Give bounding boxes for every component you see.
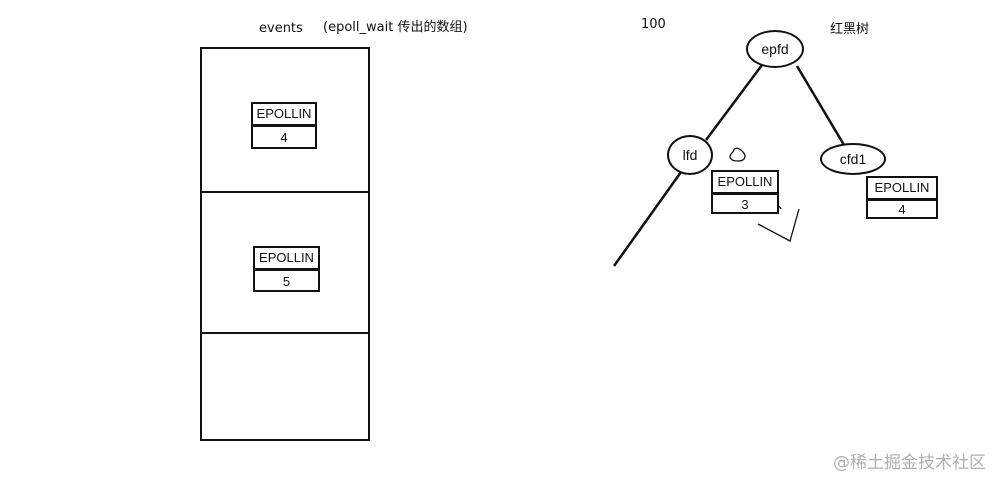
scribble-mark xyxy=(757,208,800,242)
event-fd: 3 xyxy=(741,197,749,212)
event-type: EPOLLIN xyxy=(868,178,936,201)
edge-epfd-lfd xyxy=(704,64,764,141)
node-event-card: EPOLLIN 4 xyxy=(866,176,938,219)
array-slot-divider xyxy=(202,191,368,193)
event-type: EPOLLIN xyxy=(253,104,315,127)
tree-title: 红黑树 xyxy=(830,22,870,37)
event-fd: 5 xyxy=(282,274,291,289)
events-title: events xyxy=(259,21,303,36)
event-type: EPOLLIN xyxy=(713,172,777,195)
node-event-card: EPOLLIN 3 xyxy=(711,170,779,214)
edge-epfd-cfd1 xyxy=(795,65,846,146)
event-entry-card: EPOLLIN 5 xyxy=(253,246,320,292)
tree-node-lfd: lfd xyxy=(667,135,713,175)
site-watermark: @稀土掘金技术社区 xyxy=(833,453,986,473)
tree-count-label: 100 xyxy=(641,17,666,32)
events-caption: (epoll_wait 传出的数组) xyxy=(323,20,468,35)
scribble-mark xyxy=(778,205,782,210)
array-slot-divider xyxy=(202,332,368,334)
scribble-mark xyxy=(729,147,746,162)
event-fd: 4 xyxy=(898,202,906,217)
tree-node-epfd: epfd xyxy=(746,30,804,68)
event-fd: 4 xyxy=(280,130,288,145)
events-array-box xyxy=(200,47,370,441)
tree-node-cfd1: cfd1 xyxy=(820,143,886,175)
event-type: EPOLLIN xyxy=(255,248,318,271)
edge-lfd-child xyxy=(612,171,683,267)
event-entry-card: EPOLLIN 4 xyxy=(251,102,317,149)
